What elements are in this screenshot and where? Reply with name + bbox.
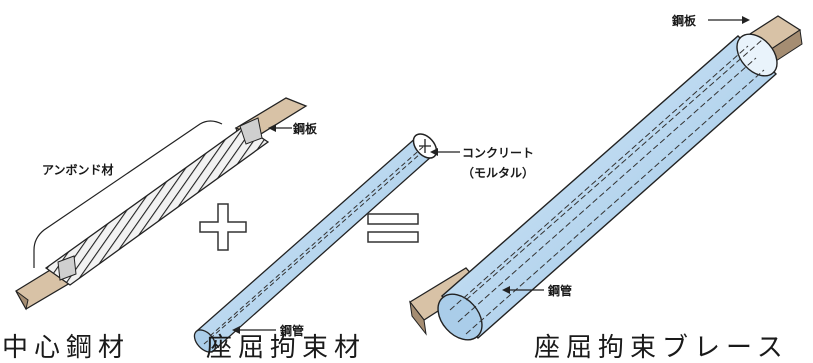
caption-restraint-member: 座屈拘束材 [206,333,366,363]
label-mortar: （モルタル） [462,165,534,180]
label-steel-plate-1: 鋼板 [292,121,318,136]
assembled-brace [409,15,803,341]
label-steel-pipe-2: 鋼管 [547,283,572,298]
equals-operator-text: = [0,0,1,1]
label-unbonded-material: アンボンド材 [42,162,114,177]
plus-operator-text: + [0,0,1,1]
plus-operator [199,203,247,251]
label-steel-plate-2: 鋼板 [671,13,697,28]
label-steel-pipe-1: 鋼管 [279,323,304,338]
caption-buckling-restrained-brace: 座屈拘束ブレース [534,333,789,363]
unbonded-bracket [33,120,223,268]
caption-core-steel: 中心鋼材 [2,333,130,363]
label-concrete: コンクリート [462,146,534,160]
core-steel-member [15,97,308,311]
equals-operator [367,213,419,243]
